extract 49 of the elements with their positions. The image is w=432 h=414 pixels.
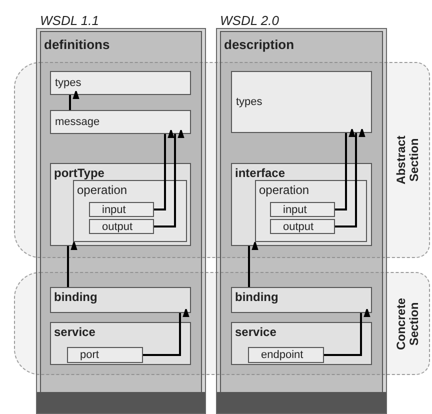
element-name: binding bbox=[235, 290, 278, 304]
element-name: input bbox=[101, 204, 126, 216]
arrow bbox=[143, 307, 190, 356]
arrow bbox=[248, 240, 259, 287]
element-name: output bbox=[282, 220, 314, 232]
element-box bbox=[270, 219, 335, 234]
element-box bbox=[50, 287, 191, 313]
element-box bbox=[50, 322, 191, 365]
element-name: description bbox=[224, 36, 294, 54]
element-box bbox=[50, 110, 191, 134]
element-name: endpoint bbox=[260, 349, 304, 361]
element-box bbox=[67, 347, 143, 363]
element-box bbox=[50, 163, 191, 246]
arrow bbox=[154, 128, 175, 210]
element-name: service bbox=[54, 325, 96, 339]
arrow bbox=[154, 128, 185, 228]
element-name: service bbox=[235, 325, 276, 339]
element-name: interface bbox=[235, 166, 286, 180]
element-box bbox=[248, 347, 324, 363]
element-box bbox=[231, 322, 372, 365]
version-label: WSDL 2.0 bbox=[220, 12, 280, 30]
element-box bbox=[231, 71, 372, 133]
element-name: operation bbox=[77, 183, 128, 197]
element-box bbox=[270, 202, 335, 217]
arrow bbox=[324, 307, 371, 356]
element-name: input bbox=[282, 204, 307, 216]
element-box bbox=[50, 71, 191, 95]
element-name: message bbox=[55, 116, 100, 128]
arrow bbox=[69, 89, 80, 110]
element-box bbox=[89, 202, 154, 217]
element-name: types bbox=[236, 96, 262, 108]
element-name: portType bbox=[54, 166, 104, 180]
element-name: types bbox=[55, 77, 82, 89]
arrow bbox=[335, 127, 366, 228]
version-label: WSDL 1.1 bbox=[40, 12, 100, 30]
element-box bbox=[231, 163, 372, 246]
element-name: binding bbox=[54, 290, 98, 304]
section-label: Abstract Section bbox=[395, 134, 421, 186]
element-name: definitions bbox=[44, 36, 110, 54]
section-label: Concrete Section bbox=[395, 296, 421, 352]
element-box bbox=[73, 180, 187, 242]
arrow bbox=[335, 127, 356, 210]
element-name: output bbox=[101, 220, 133, 232]
element-name: operation bbox=[259, 183, 310, 197]
element-box bbox=[89, 219, 154, 234]
element-box bbox=[231, 287, 372, 313]
element-name: port bbox=[79, 349, 99, 361]
arrow bbox=[67, 240, 78, 287]
element-box bbox=[255, 180, 367, 242]
